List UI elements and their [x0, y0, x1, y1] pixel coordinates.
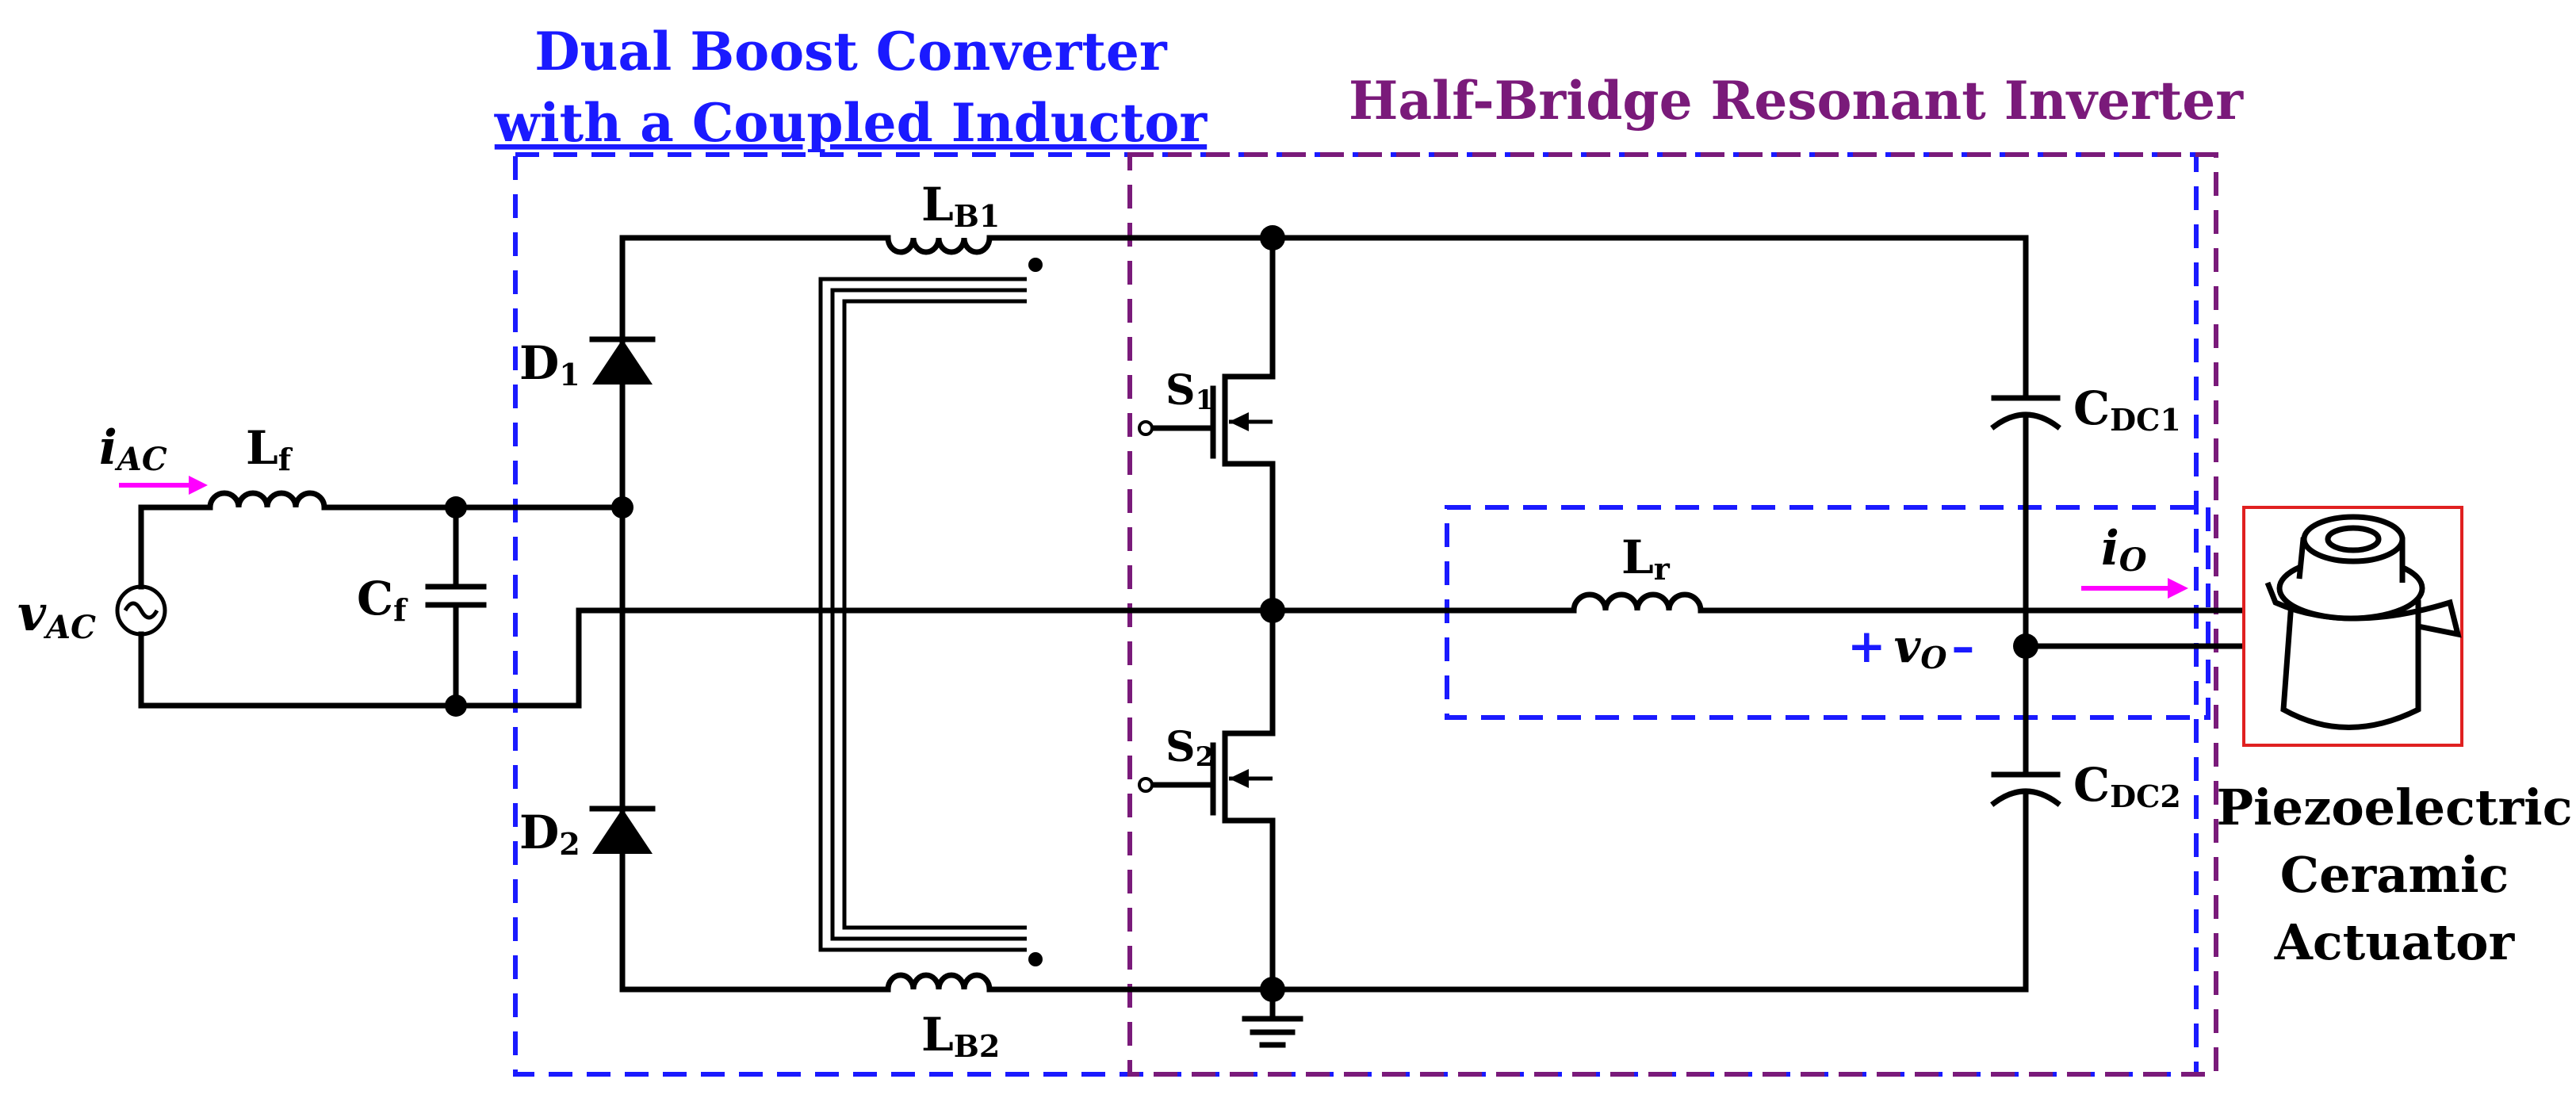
inverter-title: Half-Bridge Resonant Inverter — [1349, 70, 2244, 132]
lb1-polarity-dot — [1028, 258, 1043, 272]
cdc1-label: CDC1 — [2073, 381, 2181, 438]
s2-mosfet — [1138, 607, 1276, 993]
lf-label: Lf — [246, 421, 293, 477]
cdc1-capacitor — [1990, 395, 2061, 430]
s2-label: S2 — [1166, 723, 1214, 773]
lr-label: Lr — [1621, 530, 1671, 587]
piezo-actuator-illustration — [2264, 514, 2462, 730]
cf-capacitor — [425, 504, 487, 709]
boost-title-line2: with a Coupled Inductor — [494, 92, 1208, 154]
junction-cf-top — [445, 496, 467, 518]
coupled-inductor-core — [818, 277, 1027, 952]
io-current-arrow — [2081, 578, 2188, 599]
vac-label: vAC — [17, 584, 96, 646]
d1-label: D1 — [519, 336, 580, 392]
io-label: iO — [2101, 521, 2147, 579]
cf-label: Cf — [357, 572, 408, 628]
lf-inductor-coil — [207, 490, 327, 511]
inverter-box — [1127, 152, 2218, 1077]
lb2-label: LB2 — [921, 1008, 1000, 1064]
lb2-polarity-dot — [1028, 952, 1043, 966]
d1-diode — [589, 336, 656, 385]
load-caption-line2: Ceramic — [2280, 846, 2509, 904]
boost-title-line1: Dual Boost Converter — [534, 21, 1168, 82]
lr-inductor-coil — [1571, 591, 1704, 614]
junction-diode-mid — [611, 496, 633, 518]
load-caption-line3: Actuator — [2274, 913, 2516, 971]
ground-symbol — [1242, 986, 1303, 1048]
junction-cf-bottom — [445, 694, 467, 717]
lb1-label: LB1 — [921, 178, 1000, 234]
iac-label: iAC — [99, 420, 167, 478]
boost-converter-box — [513, 152, 2199, 1077]
cdc2-label: CDC2 — [2073, 758, 2181, 814]
ac-source — [115, 504, 167, 709]
lb2-inductor-coil — [885, 972, 993, 993]
cdc2-capacitor — [1990, 771, 2061, 807]
d2-label: D2 — [519, 805, 580, 862]
s1-mosfet — [1138, 373, 1276, 614]
iac-current-arrow — [119, 476, 208, 495]
s1-label: S1 — [1166, 366, 1214, 416]
d2-diode — [589, 805, 656, 854]
lb1-inductor-coil — [885, 235, 993, 255]
vo-label: +vO– — [1847, 619, 1974, 675]
svg-text:vAC: vAC — [17, 584, 96, 646]
load-caption-line1: Piezoelectric — [2217, 779, 2573, 836]
